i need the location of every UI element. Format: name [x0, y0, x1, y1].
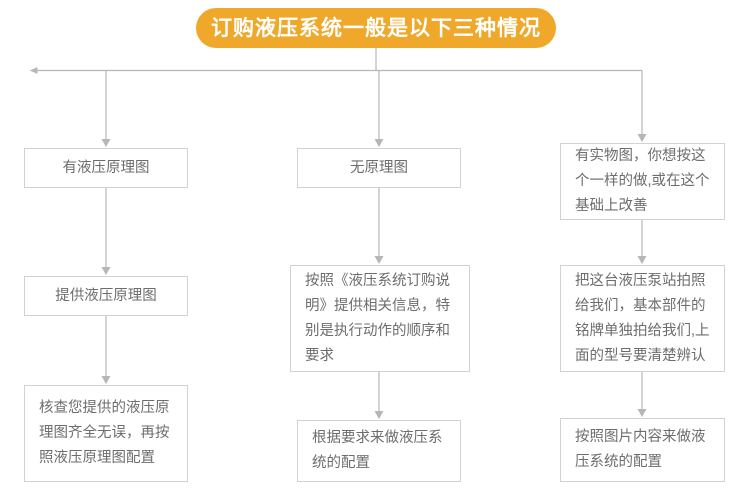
connector-branch-column-3 [637, 70, 647, 142]
node-label: 提供液压原理图 [55, 287, 157, 304]
node-label: 无原理图 [350, 159, 408, 176]
node-configure-per-photo-content[interactable]: 按照图片内容来做液压系统的配置 [560, 418, 725, 482]
connector-c3-r1-to-r2 [637, 220, 647, 264]
node-label: 根据要求来做液压系统的配置 [312, 430, 443, 471]
node-label: 把这台液压泵站拍照给我们，基本部件的铭牌单独拍给我们,上面的型号要清楚辨认 [575, 272, 710, 364]
node-configure-per-requirements[interactable]: 根据要求来做液压系统的配置 [297, 420, 461, 482]
node-no-schematic[interactable]: 无原理图 [297, 148, 461, 188]
connector-c1-r1-to-r2 [101, 188, 111, 275]
connector-c3-r2-to-r3 [637, 372, 647, 417]
node-label: 有液压原理图 [62, 159, 150, 176]
node-label: 有实物图，你想按这个一样的做,或在这个基础上改善 [575, 148, 710, 214]
node-provide-hydraulic-schematic[interactable]: 提供液压原理图 [24, 276, 188, 316]
node-has-physical-photo[interactable]: 有实物图，你想按这个一样的做,或在这个基础上改善 [560, 143, 725, 220]
node-label: 按照《液压系统订购说明》提供相关信息，特别是执行动作的顺序和要求 [305, 272, 450, 364]
node-provide-info-per-ordering-manual[interactable]: 按照《液压系统订购说明》提供相关信息，特别是执行动作的顺序和要求 [290, 265, 470, 372]
node-photograph-pump-station-and-nameplates[interactable]: 把这台液压泵站拍照给我们，基本部件的铭牌单独拍给我们,上面的型号要清楚辨认 [560, 265, 725, 372]
connector-branch-column-2 [374, 70, 384, 147]
flowchart-title-banner: 订购液压系统一般是以下三种情况 [196, 8, 556, 48]
node-label: 按照图片内容来做液压系统的配置 [575, 429, 706, 470]
node-has-hydraulic-schematic[interactable]: 有液压原理图 [24, 148, 188, 188]
connector-c1-r2-to-r3 [101, 316, 111, 384]
node-label: 核查您提供的液压原理图齐全无误，再按照液压原理图配置 [39, 400, 170, 466]
flowchart-title-text: 订购液压系统一般是以下三种情况 [211, 16, 541, 40]
connector-c2-r1-to-r2 [374, 188, 384, 264]
node-verify-schematic-then-configure[interactable]: 核查您提供的液压原理图齐全无误，再按照液压原理图配置 [24, 385, 188, 482]
connector-c2-r2-to-r3 [374, 372, 384, 419]
connector-branch-column-1 [101, 70, 111, 147]
